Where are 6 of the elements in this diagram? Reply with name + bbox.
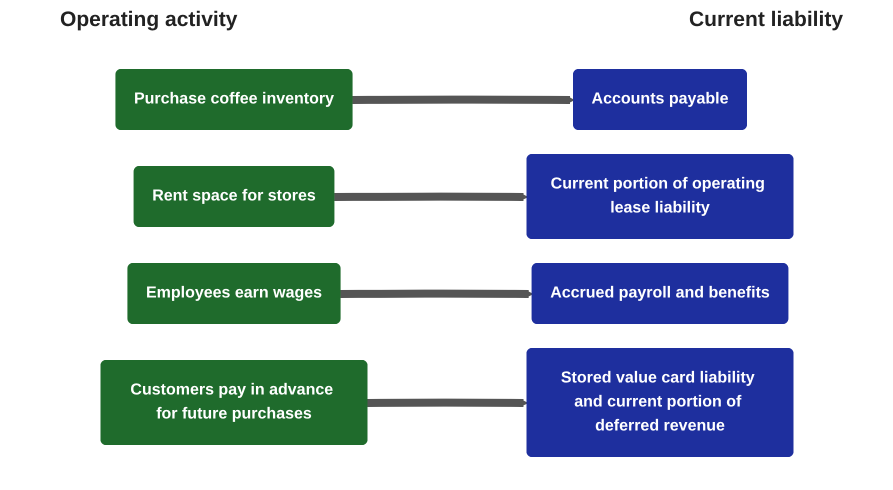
arrow xyxy=(352,96,574,104)
arrow xyxy=(334,192,528,202)
arrow xyxy=(340,290,533,298)
column-heading: Current liability xyxy=(688,8,843,32)
arrow xyxy=(366,398,528,408)
column-heading: Operating activity xyxy=(60,8,238,32)
